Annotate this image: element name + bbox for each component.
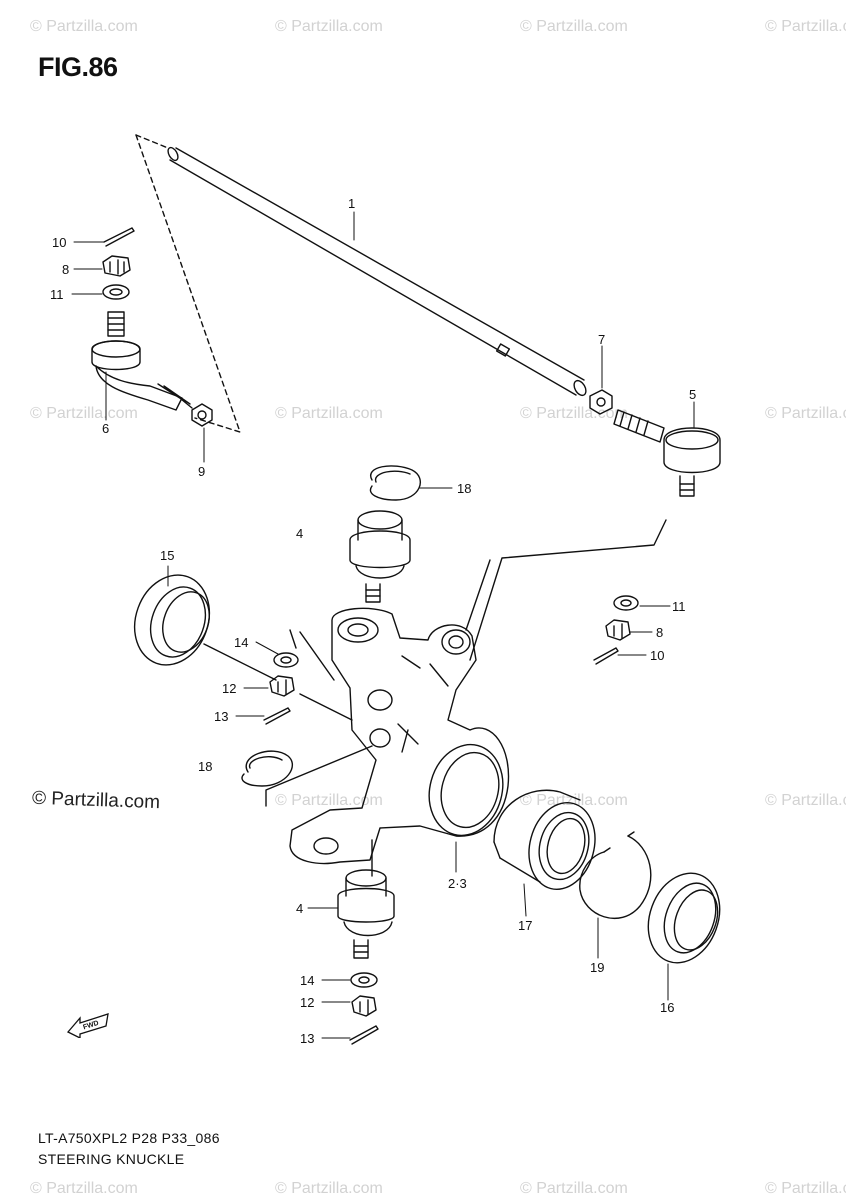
callout-5: 5 bbox=[689, 387, 696, 402]
callout-11: 11 bbox=[672, 599, 686, 614]
callout-17: 17 bbox=[518, 918, 532, 933]
circlip bbox=[369, 465, 421, 501]
callout-8: 8 bbox=[62, 262, 69, 277]
circlip bbox=[579, 831, 652, 919]
steering-knuckle bbox=[289, 607, 510, 865]
circlip bbox=[241, 750, 294, 787]
wheel-bearing bbox=[493, 789, 596, 891]
dust-seal bbox=[647, 872, 721, 964]
dust-seal bbox=[133, 574, 211, 666]
watermark: © Partzilla.com bbox=[275, 792, 383, 809]
watermark: © Partzilla.com bbox=[30, 405, 138, 422]
tie-rod-end-left bbox=[91, 311, 193, 411]
forward-arrow-icon: FWD bbox=[66, 1013, 109, 1038]
cotter-pin bbox=[349, 1025, 379, 1045]
callout-11: 11 bbox=[50, 287, 64, 302]
tie-rod-end-right bbox=[469, 409, 721, 661]
castle-nut bbox=[269, 675, 295, 697]
callout-6: 6 bbox=[102, 421, 109, 436]
washer bbox=[102, 284, 130, 300]
watermark: © Partzilla.com bbox=[275, 405, 383, 422]
watermark: © Partzilla.com bbox=[765, 18, 846, 35]
watermark: © Partzilla.com bbox=[520, 792, 628, 809]
callout-12: 12 bbox=[300, 995, 314, 1010]
tie-rod bbox=[167, 146, 587, 397]
washer bbox=[350, 972, 378, 988]
watermark: © Partzilla.com bbox=[520, 405, 628, 422]
watermark: © Partzilla.com bbox=[765, 792, 846, 809]
callout-13: 13 bbox=[300, 1031, 314, 1046]
callout-7: 7 bbox=[598, 332, 605, 347]
figure-name: STEERING KNUCKLE bbox=[38, 1151, 185, 1167]
cotter-pin bbox=[593, 647, 619, 665]
watermark: © Partzilla.com bbox=[275, 1180, 383, 1197]
lock-nut bbox=[191, 403, 213, 427]
cotter-pin bbox=[103, 227, 135, 247]
callout-9: 9 bbox=[198, 464, 205, 479]
callout-16: 16 bbox=[660, 1000, 674, 1015]
watermark: © Partzilla.com bbox=[30, 1180, 138, 1197]
figure-title: FIG.86 bbox=[38, 52, 118, 82]
washer bbox=[273, 652, 299, 668]
figure-code: LT-A750XPL2 P28 P33_086 bbox=[38, 1130, 220, 1146]
ball-joint-lower bbox=[337, 869, 395, 959]
callout-12: 12 bbox=[222, 681, 236, 696]
callout-14: 14 bbox=[300, 973, 314, 988]
watermark: © Partzilla.com bbox=[765, 1180, 846, 1197]
castle-nut bbox=[102, 255, 131, 277]
ball-joint-upper bbox=[349, 510, 411, 603]
watermark: © Partzilla.com bbox=[275, 18, 383, 35]
washer bbox=[613, 595, 639, 611]
callout-18: 18 bbox=[198, 759, 212, 774]
lock-nut bbox=[589, 389, 613, 415]
callout-19: 19 bbox=[590, 960, 604, 975]
callout-10: 10 bbox=[650, 648, 664, 663]
watermark: © Partzilla.com bbox=[520, 1180, 628, 1197]
watermark: © Partzilla.com bbox=[520, 18, 628, 35]
castle-nut bbox=[351, 995, 377, 1017]
callout-4: 4 bbox=[296, 901, 303, 916]
callout-2-3: 2·3 bbox=[448, 876, 467, 891]
callout-1: 1 bbox=[348, 196, 355, 211]
callout-18: 18 bbox=[457, 481, 471, 496]
castle-nut bbox=[605, 619, 631, 641]
cotter-pin bbox=[263, 707, 291, 725]
callout-15: 15 bbox=[160, 548, 174, 563]
callout-14: 14 bbox=[234, 635, 248, 650]
assembly-guide-line bbox=[135, 134, 241, 433]
callout-leaders bbox=[71, 211, 695, 1039]
callout-8: 8 bbox=[656, 625, 663, 640]
callout-10: 10 bbox=[52, 235, 66, 250]
callout-labels: 1 10 8 11 6 9 7 5 18 4 15 11 8 10 14 12 … bbox=[50, 196, 696, 1046]
callout-13: 13 bbox=[214, 709, 228, 724]
callout-4: 4 bbox=[296, 526, 303, 541]
watermark: © Partzilla.com bbox=[30, 18, 138, 35]
forward-label: FWD bbox=[82, 1020, 99, 1032]
watermark: © Partzilla.com bbox=[765, 405, 846, 422]
